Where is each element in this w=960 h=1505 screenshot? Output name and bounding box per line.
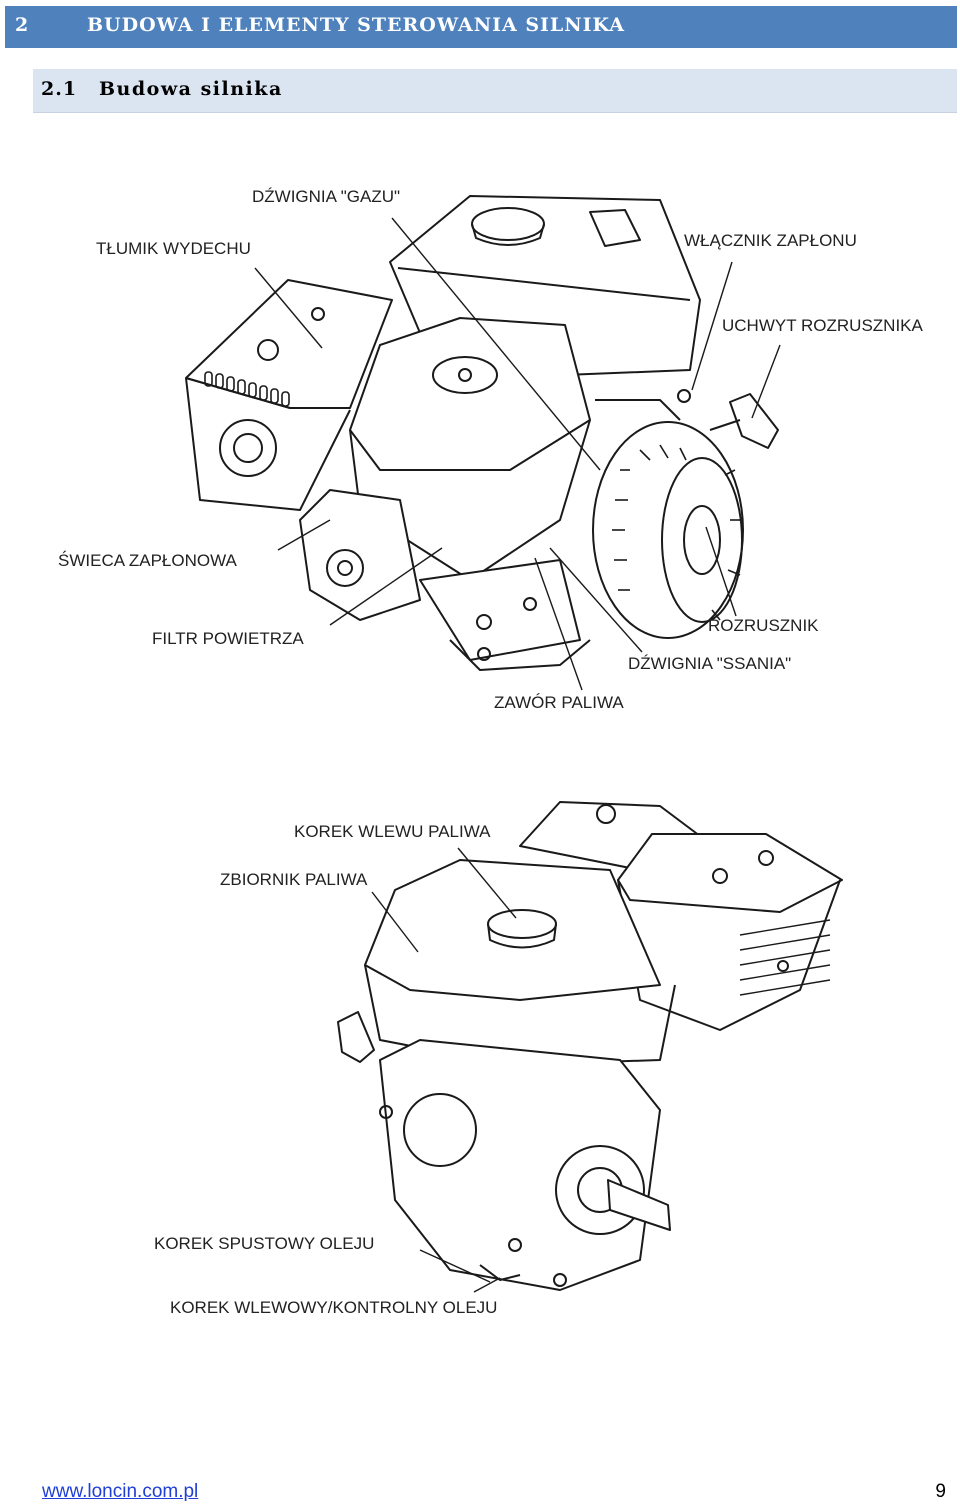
subsection-number: 2.1	[41, 78, 78, 100]
label-choke-lever: DŹWIGNIA "SSANIA"	[628, 654, 791, 673]
label-fuel-cap: KOREK WLEWU PALIWA	[294, 822, 491, 841]
label-starter-handle: UCHWYT ROZRUSZNIKA	[722, 316, 924, 335]
label-ignition-switch: WŁĄCZNIK ZAPŁONU	[684, 231, 857, 250]
page-number: 9	[935, 1481, 946, 1502]
label-gas-lever: DŹWIGNIA "GAZU"	[252, 187, 400, 206]
label-oil-filler: KOREK WLEWOWY/KONTROLNY OLEJU	[170, 1298, 497, 1317]
footer-website-link[interactable]: www.loncin.com.pl	[42, 1481, 199, 1502]
section-title: BUDOWA I ELEMENTY STEROWANIA SILNIKA	[87, 14, 626, 36]
subsection-heading: 2.1 Budowa silnika	[33, 69, 957, 113]
label-fuel-valve: ZAWÓR PALIWA	[494, 693, 624, 712]
label-spark-plug: ŚWIECA ZAPŁONOWA	[58, 551, 238, 570]
label-air-filter: FILTR POWIETRZA	[152, 629, 304, 648]
label-starter: ROZRUSZNIK	[708, 616, 819, 635]
label-muffler: TŁUMIK WYDECHU	[96, 239, 251, 258]
subsection-title: Budowa silnika	[99, 78, 283, 100]
section-number: 2	[15, 14, 30, 36]
section-heading: 2 BUDOWA I ELEMENTY STEROWANIA SILNIKA	[5, 6, 957, 48]
label-fuel-tank: ZBIORNIK PALIWA	[220, 870, 368, 889]
label-oil-drain: KOREK SPUSTOWY OLEJU	[154, 1234, 374, 1253]
